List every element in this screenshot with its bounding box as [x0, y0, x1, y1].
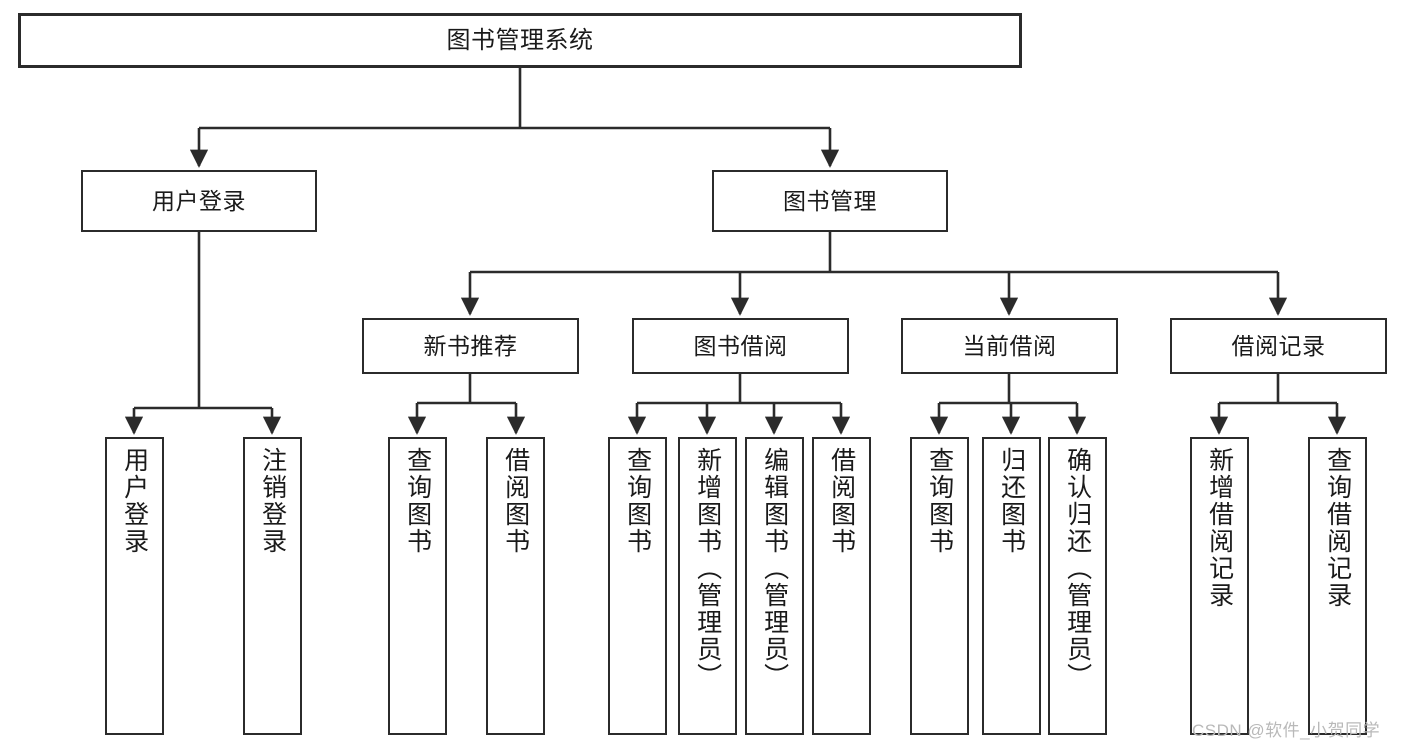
- node-label: 图书管理系统: [446, 26, 594, 54]
- node-level3-2[interactable]: 当前借阅: [901, 318, 1118, 374]
- node-leaf-5[interactable]: 新增图书（管理员）: [678, 437, 737, 735]
- node-label: 注销登录: [258, 447, 287, 555]
- node-label: 新书推荐: [423, 332, 518, 359]
- node-level3-0[interactable]: 新书推荐: [362, 318, 579, 374]
- node-label: 新增借阅记录: [1205, 447, 1234, 609]
- node-leaf-3[interactable]: 借阅图书: [486, 437, 545, 735]
- node-leaf-6[interactable]: 编辑图书（管理员）: [745, 437, 804, 735]
- node-root[interactable]: 图书管理系统: [18, 13, 1022, 68]
- node-leaf-10[interactable]: 确认归还（管理员）: [1048, 437, 1107, 735]
- node-label: 用户登录: [120, 447, 149, 555]
- node-label: 查询图书: [403, 447, 432, 555]
- node-label: 编辑图书（管理员）: [760, 447, 789, 690]
- node-leaf-11[interactable]: 新增借阅记录: [1190, 437, 1249, 735]
- node-label: 借阅图书: [827, 447, 856, 555]
- node-leaf-0[interactable]: 用户登录: [105, 437, 164, 735]
- node-label: 归还图书: [997, 447, 1026, 555]
- node-level3-1[interactable]: 图书借阅: [632, 318, 849, 374]
- node-label: 查询图书: [623, 447, 652, 555]
- node-leaf-2[interactable]: 查询图书: [388, 437, 447, 735]
- node-label: 确认归还（管理员）: [1063, 447, 1092, 690]
- node-leaf-1[interactable]: 注销登录: [243, 437, 302, 735]
- node-label: 图书借阅: [693, 332, 788, 359]
- node-label: 用户登录: [152, 187, 246, 214]
- node-leaf-4[interactable]: 查询图书: [608, 437, 667, 735]
- node-label: 新增图书（管理员）: [693, 447, 722, 690]
- node-label: 图书管理: [783, 187, 877, 214]
- node-label: 查询图书: [925, 447, 954, 555]
- node-label: 借阅记录: [1231, 332, 1326, 359]
- node-leaf-12[interactable]: 查询借阅记录: [1308, 437, 1367, 735]
- node-leaf-7[interactable]: 借阅图书: [812, 437, 871, 735]
- node-leaf-9[interactable]: 归还图书: [982, 437, 1041, 735]
- node-level2-1[interactable]: 图书管理: [712, 170, 948, 232]
- node-level3-3[interactable]: 借阅记录: [1170, 318, 1387, 374]
- csdn-watermark: CSDN @软件_小贺同学: [1192, 721, 1381, 740]
- node-label: 借阅图书: [501, 447, 530, 555]
- node-leaf-8[interactable]: 查询图书: [910, 437, 969, 735]
- node-level2-0[interactable]: 用户登录: [81, 170, 317, 232]
- node-label: 查询借阅记录: [1323, 447, 1352, 609]
- node-label: 当前借阅: [962, 332, 1057, 359]
